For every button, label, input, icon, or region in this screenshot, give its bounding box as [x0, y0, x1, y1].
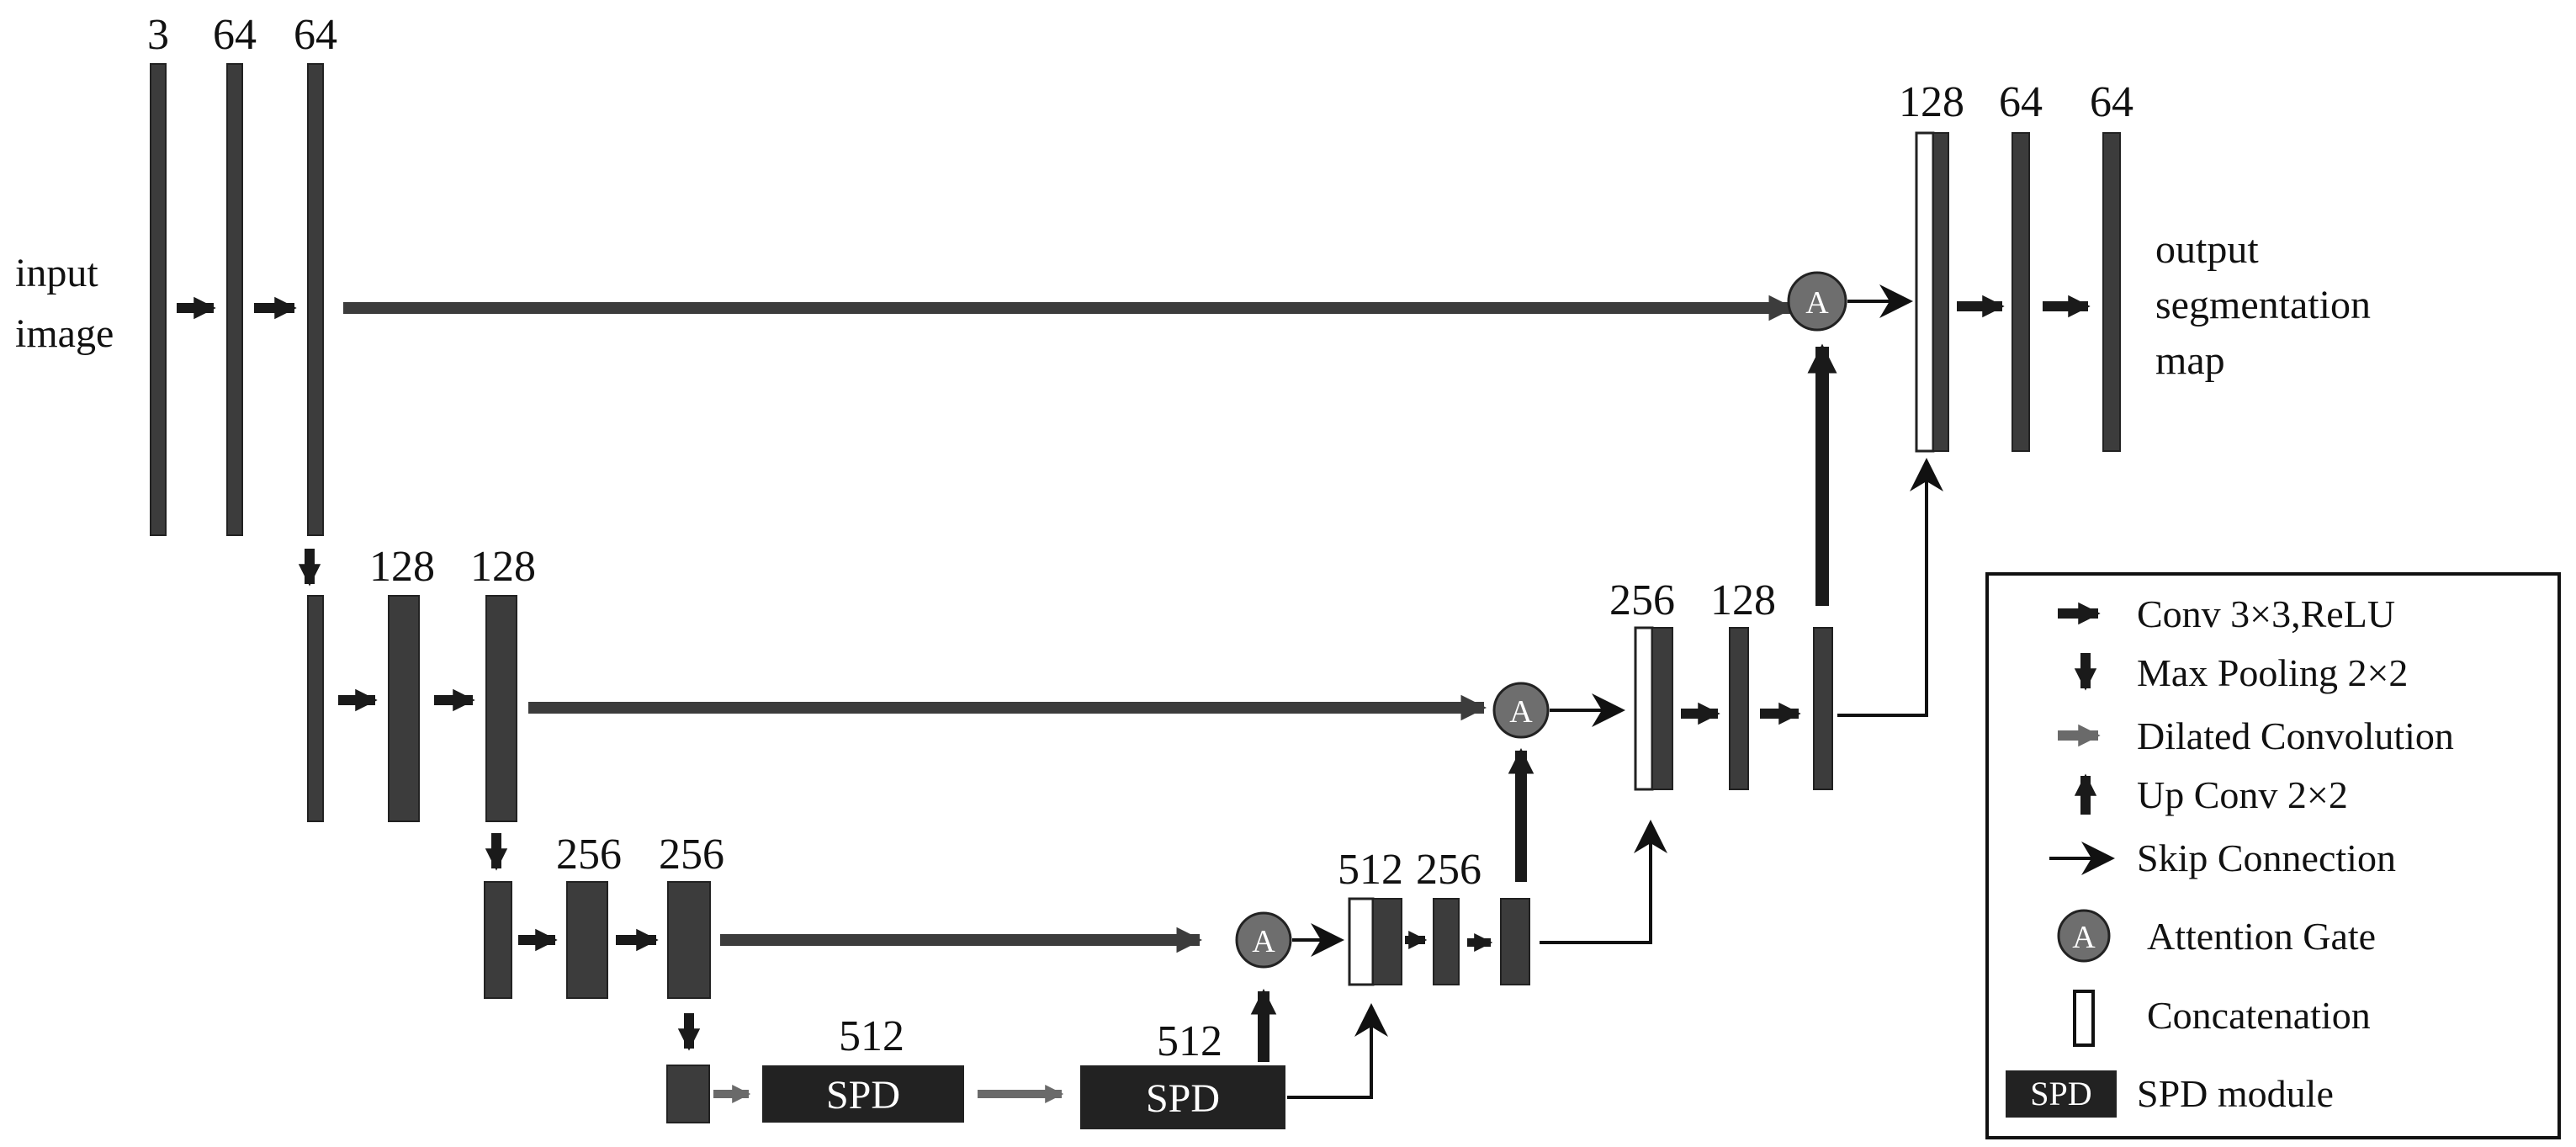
legend-item-label: Up Conv 2×2 — [2137, 773, 2348, 816]
feature-map-block — [307, 595, 324, 822]
channel-count-label: 3 — [147, 11, 169, 59]
spd-module-icon-label: SPD — [2030, 1075, 2091, 1112]
channel-count-label: 128 — [470, 543, 536, 591]
legend-item-label: Conv 3×3,ReLU — [2137, 592, 2395, 635]
feature-map-block — [566, 881, 608, 999]
channel-count-label: 256 — [1609, 576, 1675, 624]
attention-gate — [1492, 682, 1550, 739]
input-label-line1: input — [15, 251, 98, 295]
channel-count-label: 128 — [369, 543, 435, 591]
channel-count-label: 64 — [2090, 78, 2133, 126]
channel-count-label: 128 — [1710, 576, 1776, 624]
spd-module-block — [762, 1065, 964, 1123]
output-label-line1: output — [2155, 227, 2259, 272]
concatenation-icon — [2073, 990, 2095, 1047]
legend: Conv 3×3,ReLU Max Pooling 2×2 Dilated Co… — [1985, 572, 2561, 1139]
channel-count-label: 256 — [556, 831, 622, 879]
feature-map-block — [2102, 132, 2121, 452]
attention-gate — [1235, 911, 1292, 969]
skip-connection-arrow — [1837, 458, 1943, 717]
concatenation-block — [1915, 131, 1935, 453]
channel-count-label: 512 — [839, 1012, 904, 1060]
concatenation-block — [1634, 626, 1654, 791]
skip-connection-arrow — [1287, 1003, 1388, 1099]
spd-module-label: SPD — [1146, 1076, 1220, 1121]
legend-item-label: SPD module — [2137, 1072, 2334, 1115]
feature-map-block — [485, 595, 517, 822]
legend-item-label: Dilated Convolution — [2137, 714, 2454, 757]
channel-count-label: 128 — [1899, 78, 1964, 126]
feature-map-block — [1932, 132, 1949, 452]
attention-gate — [1787, 271, 1847, 332]
feature-map-block — [1813, 627, 1833, 790]
feature-map-block — [666, 1065, 710, 1123]
spd-module-icon — [2006, 1070, 2117, 1118]
attention-gate-symbol: A — [1805, 285, 1829, 321]
output-label-line2: segmentation — [2155, 283, 2371, 327]
spd-module-block — [1080, 1065, 1285, 1129]
feature-map-block — [1500, 898, 1530, 985]
feature-map-block — [388, 595, 420, 822]
feature-map-block — [484, 881, 512, 999]
attention-gate-symbol: A — [1509, 694, 1533, 730]
skip-connection-arrow — [1540, 820, 1667, 944]
attention-gate-symbol: A — [2072, 920, 2096, 955]
feature-map-block — [1372, 898, 1402, 985]
channel-count-label: 64 — [294, 11, 337, 59]
channel-count-label: 512 — [1157, 1017, 1222, 1065]
channel-count-label: 512 — [1338, 846, 1403, 894]
channel-count-label: 64 — [1999, 78, 2043, 126]
feature-map-block — [2012, 132, 2030, 452]
feature-map-block — [1433, 898, 1460, 985]
concatenation-block — [1348, 897, 1375, 986]
input-label-line2: image — [15, 311, 114, 356]
feature-map-block — [1651, 627, 1673, 790]
channel-count-label: 64 — [213, 11, 257, 59]
channel-count-label: 256 — [659, 831, 724, 879]
legend-item-label: Max Pooling 2×2 — [2137, 651, 2408, 694]
spd-module-label: SPD — [826, 1073, 900, 1118]
feature-map-block — [1729, 627, 1749, 790]
legend-item-label: Attention Gate — [2147, 915, 2376, 958]
legend-item-label: Skip Connection — [2137, 836, 2396, 879]
channel-count-label: 256 — [1416, 846, 1481, 894]
feature-map-block — [150, 63, 167, 536]
feature-map-block — [307, 63, 324, 536]
attention-gate-symbol: A — [1252, 924, 1275, 959]
feature-map-block — [226, 63, 243, 536]
feature-map-block — [667, 881, 711, 999]
attention-gate-icon — [2057, 909, 2111, 963]
output-label-line3: map — [2155, 338, 2225, 383]
legend-item-label: Concatenation — [2147, 994, 2371, 1037]
